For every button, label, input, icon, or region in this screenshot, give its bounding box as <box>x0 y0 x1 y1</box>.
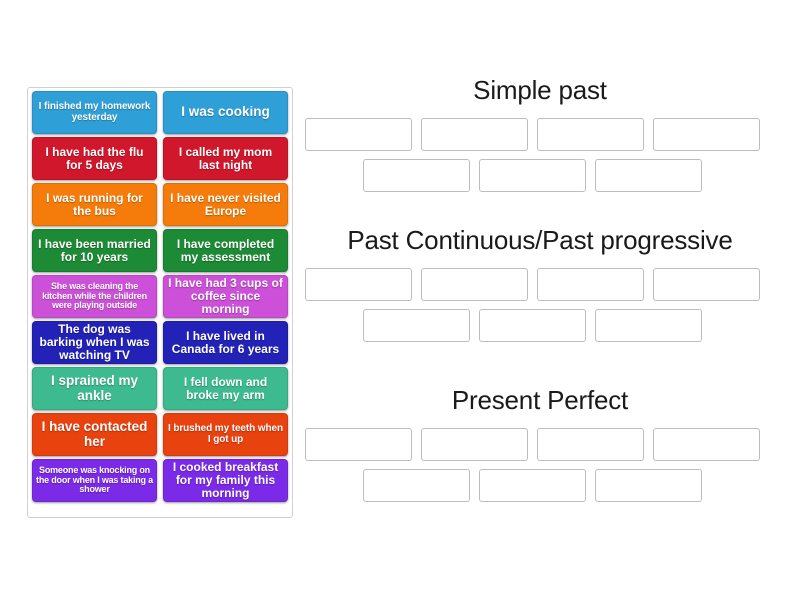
drop-slot[interactable] <box>363 468 470 502</box>
group-title: Past Continuous/Past progressive <box>347 225 733 255</box>
card-label: I sprained my ankle <box>50 372 139 403</box>
drop-slot[interactable] <box>537 117 644 151</box>
draggable-card[interactable]: I finished my homework yesterday <box>32 91 157 134</box>
drop-slot[interactable] <box>305 267 412 301</box>
card-row: I have been married for 10 years I have c… <box>32 229 288 272</box>
drop-slot[interactable] <box>305 117 412 151</box>
drop-slot[interactable] <box>363 158 470 192</box>
drop-slot[interactable] <box>595 308 702 342</box>
draggable-card[interactable]: Someone was knocking on the door when I … <box>32 459 157 502</box>
drop-slot[interactable] <box>305 427 412 461</box>
group-past-continuous: Past Continuous/Past progressive <box>300 225 780 342</box>
draggable-card[interactable]: I have contacted her <box>32 413 157 456</box>
card-label: Someone was knocking on the door when I … <box>36 464 153 495</box>
card-label: I fell down and broke my arm <box>183 374 268 402</box>
drop-slot[interactable] <box>595 158 702 192</box>
draggable-card[interactable]: I sprained my ankle <box>32 367 157 410</box>
slot-row-top <box>300 117 780 151</box>
draggable-card[interactable]: I have never visited Europe <box>163 183 288 226</box>
draggable-card[interactable]: I called my mom last night <box>163 137 288 180</box>
card-row: Someone was knocking on the door when I … <box>32 459 288 502</box>
card-label: I have lived in Canada for 6 years <box>171 328 280 356</box>
drop-slot[interactable] <box>537 267 644 301</box>
drop-slot[interactable] <box>653 427 760 461</box>
drop-slot[interactable] <box>421 427 528 461</box>
draggable-card[interactable]: The dog was barking when I was watching … <box>32 321 157 364</box>
card-row: The dog was barking when I was watching … <box>32 321 288 364</box>
drop-slot[interactable] <box>421 117 528 151</box>
draggable-card[interactable]: I have been married for 10 years <box>32 229 157 272</box>
card-row: I finished my homework yesterday I was co… <box>32 91 288 134</box>
group-title: Present Perfect <box>451 385 629 415</box>
drop-slot[interactable] <box>421 267 528 301</box>
card-label: I have never visited Europe <box>170 190 281 218</box>
group-simple-past: Simple past <box>300 75 780 192</box>
draggable-card[interactable]: I have lived in Canada for 6 years <box>163 321 288 364</box>
draggable-card[interactable]: I cooked breakfast for my family this mo… <box>163 459 288 502</box>
group-title: Simple past <box>473 75 607 105</box>
card-label: I was cooking <box>181 104 270 120</box>
card-label: I have contacted her <box>41 418 148 449</box>
slot-row-bottom <box>300 308 780 342</box>
card-label: I brushed my teeth when I got up <box>168 422 283 445</box>
card-row: I have had the flu for 5 days I called my… <box>32 137 288 180</box>
slot-row-bottom <box>300 468 780 502</box>
drop-slot[interactable] <box>363 308 470 342</box>
card-label: I called my mom last night <box>178 144 273 172</box>
draggable-card[interactable]: I was running for the bus <box>32 183 157 226</box>
draggable-card[interactable]: I have completed my assessment <box>163 229 288 272</box>
card-label: I have had 3 cups of coffee since mornin… <box>168 276 283 316</box>
card-row: She was cleaning the kitchen while the c… <box>32 275 288 318</box>
group-present-perfect: Present Perfect <box>300 385 780 502</box>
draggable-card[interactable]: She was cleaning the kitchen while the c… <box>32 275 157 318</box>
draggable-card-tray: I finished my homework yesterday I was co… <box>27 87 293 518</box>
card-label: I cooked breakfast for my family this mo… <box>172 460 279 500</box>
draggable-card[interactable]: I brushed my teeth when I got up <box>163 413 288 456</box>
drop-slot[interactable] <box>595 468 702 502</box>
card-label: I have had the flu for 5 days <box>45 144 144 172</box>
drop-slot[interactable] <box>479 468 586 502</box>
slot-row-bottom <box>300 158 780 192</box>
card-label: I have been married for 10 years <box>38 236 151 264</box>
card-row: I sprained my ankle I fell down and broke… <box>32 367 288 410</box>
draggable-card[interactable]: I was cooking <box>163 91 288 134</box>
slot-row-top <box>300 267 780 301</box>
card-row: I was running for the bus I have never vi… <box>32 183 288 226</box>
card-label: She was cleaning the kitchen while the c… <box>42 280 147 311</box>
drop-slot[interactable] <box>537 427 644 461</box>
drop-slot[interactable] <box>479 308 586 342</box>
draggable-card[interactable]: I fell down and broke my arm <box>163 367 288 410</box>
drop-slot[interactable] <box>653 267 760 301</box>
slot-row-top <box>300 427 780 461</box>
card-label: I finished my homework yesterday <box>38 100 151 123</box>
card-label: I have completed my assessment <box>176 236 275 264</box>
drop-slot[interactable] <box>653 117 760 151</box>
drop-slot[interactable] <box>479 158 586 192</box>
card-label: I was running for the bus <box>46 190 143 218</box>
draggable-card[interactable]: I have had 3 cups of coffee since mornin… <box>163 275 288 318</box>
draggable-card[interactable]: I have had the flu for 5 days <box>32 137 157 180</box>
card-row: I have contacted her I brushed my teeth w… <box>32 413 288 456</box>
card-label: The dog was barking when I was watching … <box>39 322 150 362</box>
